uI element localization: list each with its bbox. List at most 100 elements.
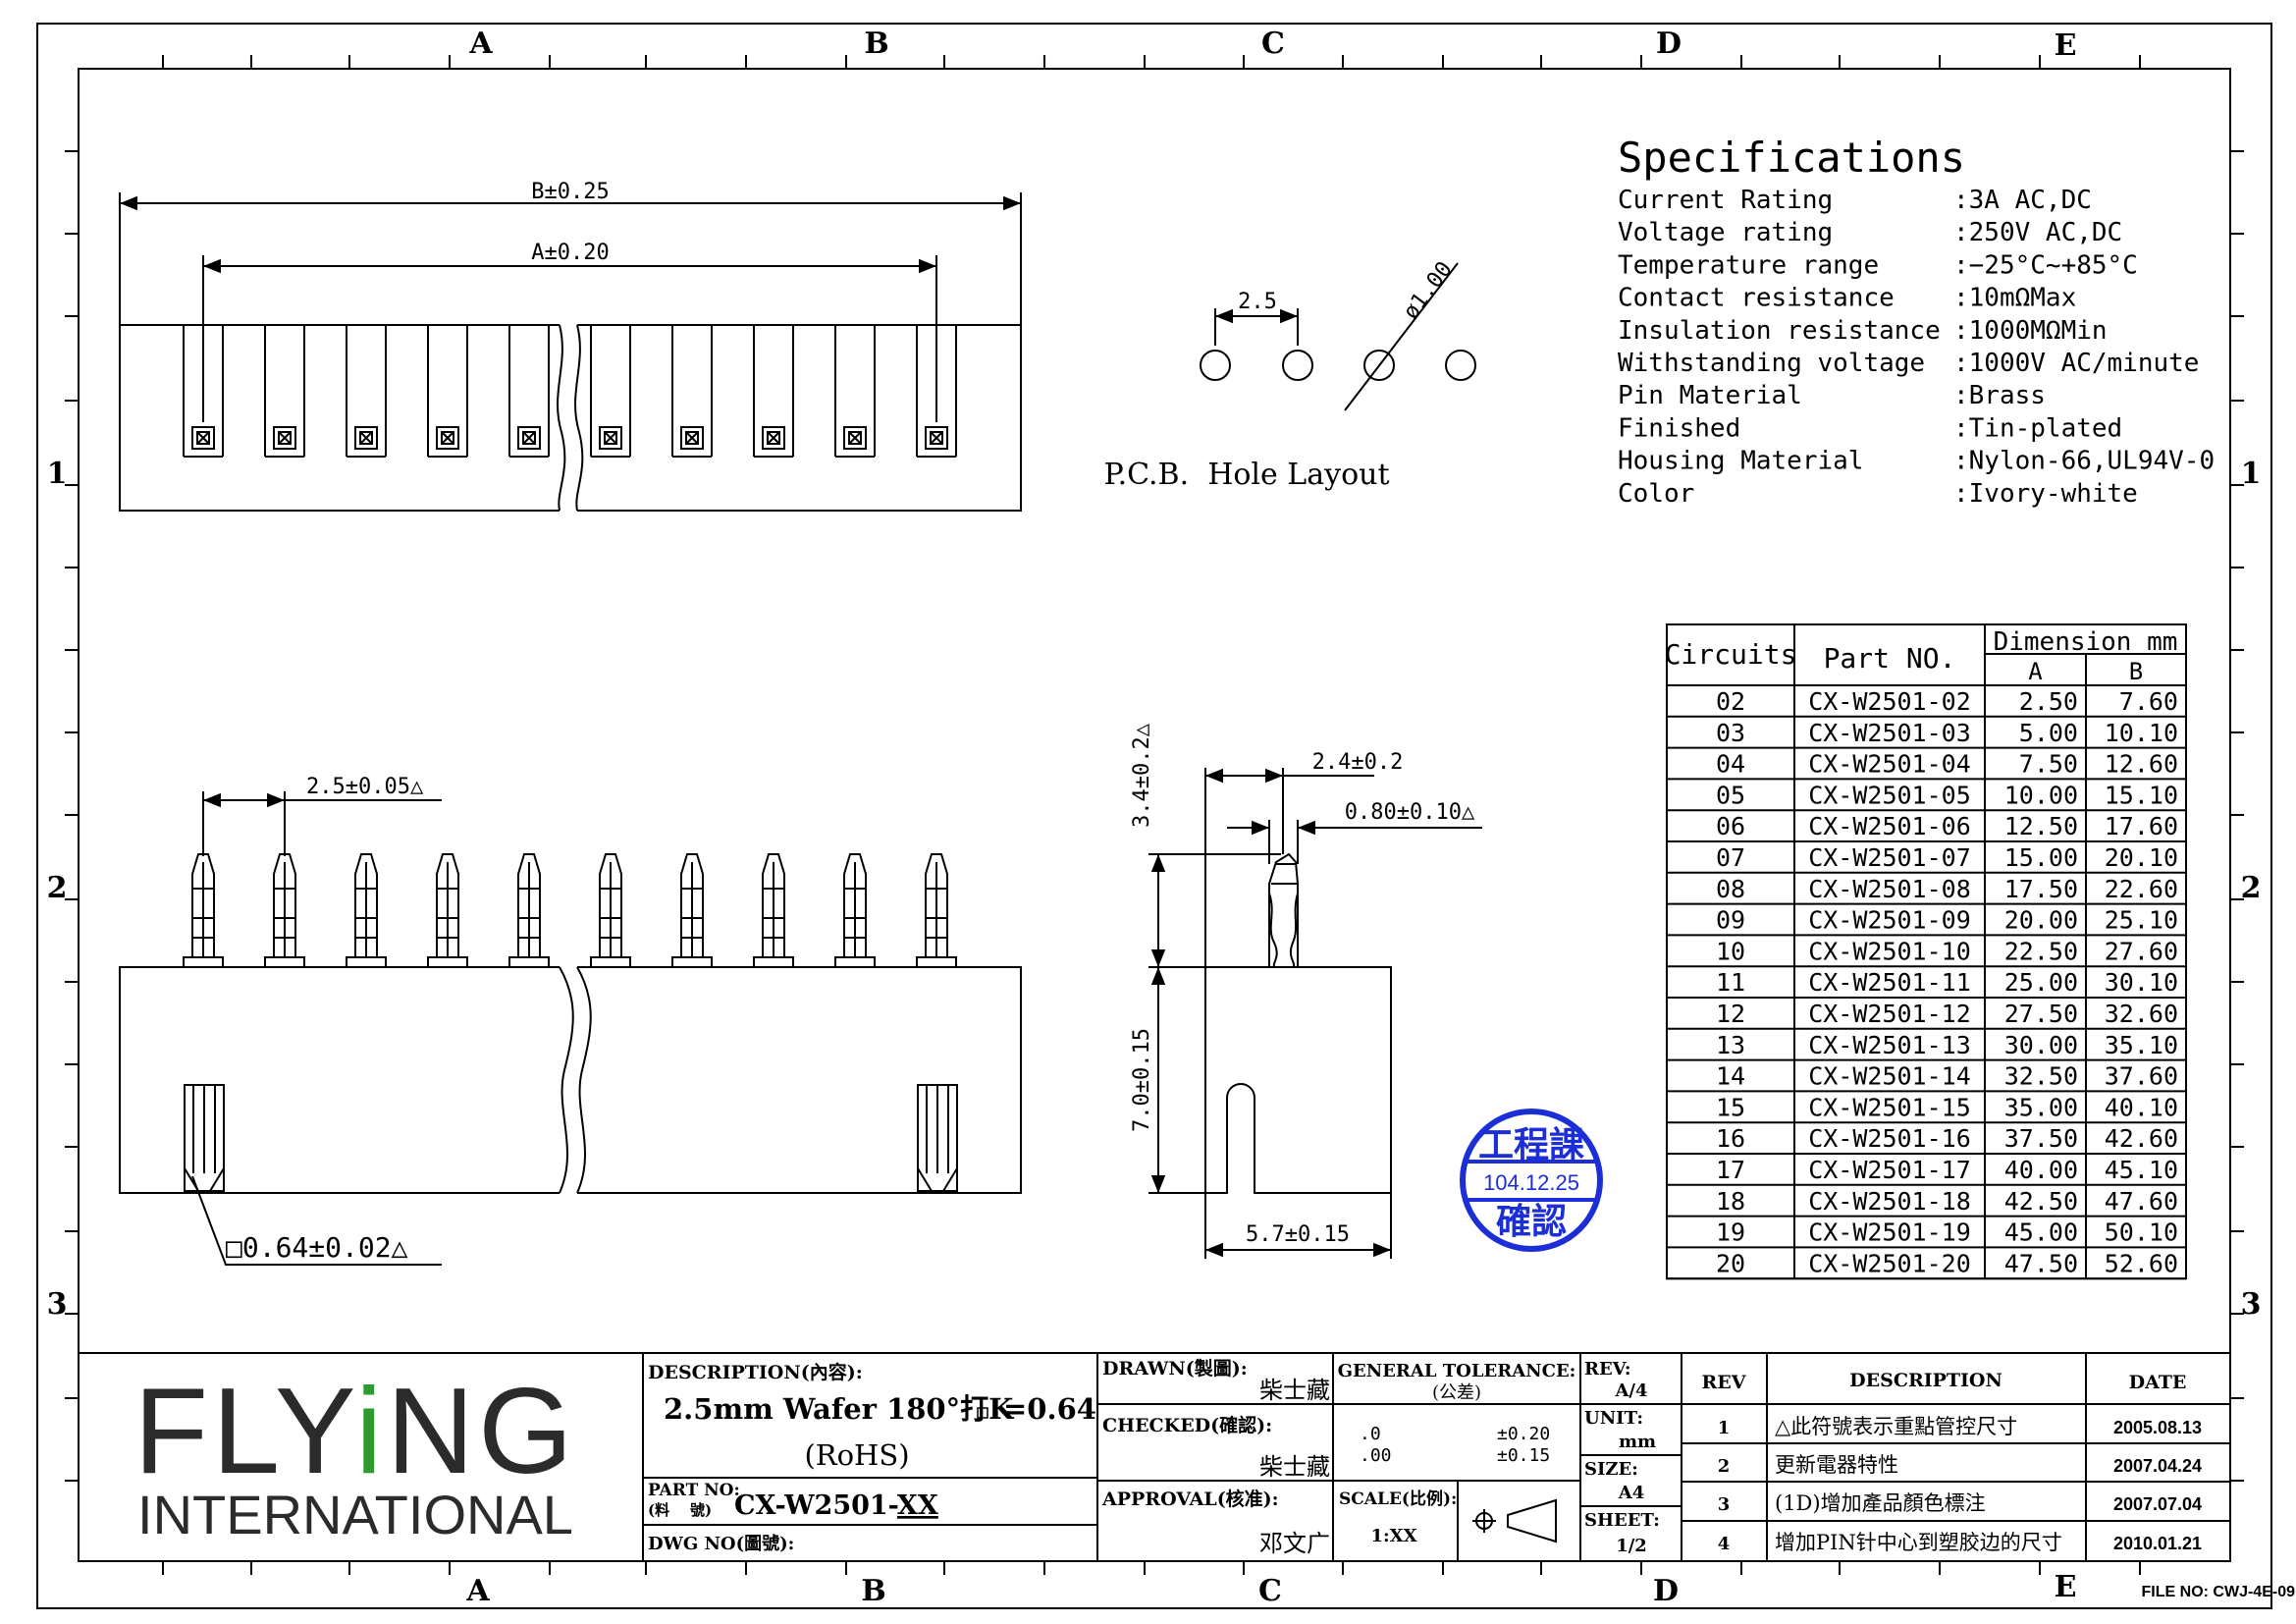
table-cell-part-no: CX-W2501-04 xyxy=(1808,750,1971,779)
col-label-c-top: C xyxy=(1261,27,1285,61)
svg-text:CHECKED(確認):: CHECKED(確認): xyxy=(1102,1414,1272,1436)
table-cell-part-no: CX-W2501-10 xyxy=(1808,937,1971,965)
front-view-pin xyxy=(508,853,550,968)
table-cell-part-no: CX-W2501-07 xyxy=(1808,843,1971,872)
description-cell: DESCRIPTION(內容): 2.5mm Wafer 180°打K =0.6… xyxy=(648,1361,1096,1554)
col-label-a-top: A xyxy=(468,27,493,61)
spec-value: :1000V AC/minute xyxy=(1953,349,2199,378)
pcb-hole xyxy=(1363,350,1395,381)
front-view-pin xyxy=(183,853,224,968)
revision-description: 更新電器特性 xyxy=(1775,1453,1898,1477)
table-cell-a: 30.00 xyxy=(2004,1031,2078,1059)
table-header-circuits: Circuits xyxy=(1665,638,1797,671)
top-view-pin xyxy=(183,325,224,458)
top-view-pin xyxy=(753,325,794,458)
side-body-height-label: 7.0±0.15 xyxy=(1130,1028,1154,1132)
table-cell-b: 25.10 xyxy=(2105,906,2178,935)
front-view-pin xyxy=(753,853,794,968)
side-pin-thickness-label: 0.80±0.10△ xyxy=(1345,800,1475,825)
svg-text:104.12.25: 104.12.25 xyxy=(1483,1170,1579,1195)
specs-title: Specifications xyxy=(1618,134,1965,182)
table-cell-b: 50.10 xyxy=(2105,1218,2178,1247)
col-label-b-top: B xyxy=(864,27,888,61)
pcb-hole-layout xyxy=(1200,262,1476,411)
table-cell-circuits: 14 xyxy=(1716,1062,1745,1091)
svg-text:PART NO:: PART NO: xyxy=(648,1481,740,1500)
table-cell-circuits: 17 xyxy=(1716,1156,1745,1184)
table-cell-a: 12.50 xyxy=(2004,812,2078,840)
border-ticks xyxy=(65,55,2244,1575)
table-cell-b: 10.10 xyxy=(2105,719,2178,747)
row-label-1-right: 1 xyxy=(2241,457,2262,491)
revision-date: 2007.04.24 xyxy=(2113,1456,2202,1476)
svg-text:±0.15: ±0.15 xyxy=(1497,1445,1550,1466)
svg-text:DESCRIPTION(內容):: DESCRIPTION(內容): xyxy=(648,1361,863,1383)
table-cell-circuits: 08 xyxy=(1716,875,1745,903)
spec-value: :10mΩMax xyxy=(1953,284,2076,313)
table-cell-a: 45.00 xyxy=(2004,1218,2078,1247)
table-cell-circuits: 02 xyxy=(1716,687,1745,716)
front-view-pin xyxy=(916,853,957,968)
front-view-pin xyxy=(264,853,305,968)
title-block xyxy=(78,1352,2231,1562)
front-view-pin xyxy=(834,853,876,968)
svg-text:DATE: DATE xyxy=(2129,1372,2187,1393)
revision-description: 增加PIN针中心到塑胶边的尺寸 xyxy=(1775,1531,2062,1554)
spec-label: Color xyxy=(1618,479,1694,509)
outer-border xyxy=(36,23,2272,1609)
col-label-d-top: D xyxy=(1656,27,1682,61)
spec-value: :250V AC,DC xyxy=(1953,218,2122,247)
table-cell-a: 15.00 xyxy=(2004,843,2078,872)
spec-label: Insulation resistance xyxy=(1618,316,1941,346)
svg-text:柴士藏: 柴士藏 xyxy=(1259,1377,1330,1404)
file-number: FILE NO: CWJ-4E-09 xyxy=(2142,1584,2296,1600)
pin-size-label: □0.64±0.02△ xyxy=(226,1231,408,1264)
table-cell-b: 37.60 xyxy=(2105,1062,2178,1091)
col-label-e-bottom: E xyxy=(2055,1570,2077,1604)
svg-text:(RoHS): (RoHS) xyxy=(804,1438,909,1472)
front-view xyxy=(119,791,1022,1266)
table-cell-b: 47.60 xyxy=(2105,1187,2178,1216)
table-cell-b: 40.10 xyxy=(2105,1093,2178,1121)
spec-value: :1000MΩMin xyxy=(1953,316,2108,346)
approval-cell: DRAWN(製圖): 柴士藏 CHECKED(確認): 柴士藏 APPROVAL… xyxy=(1101,1358,1330,1557)
table-cell-b: 17.60 xyxy=(2105,812,2178,840)
pcb-pitch-label: 2.5 xyxy=(1238,290,1277,314)
revision-date: 2010.01.21 xyxy=(2113,1534,2202,1553)
table-cell-part-no: CX-W2501-08 xyxy=(1808,875,1971,903)
table-cell-b: 30.10 xyxy=(2105,968,2178,997)
revision-number: 3 xyxy=(1718,1494,1731,1515)
revision-number: 4 xyxy=(1718,1534,1731,1554)
row-label-3-right: 3 xyxy=(2241,1287,2262,1322)
svg-text:GENERAL TOLERANCE:: GENERAL TOLERANCE: xyxy=(1338,1361,1576,1381)
svg-text:CX-W2501-XX: CX-W2501-XX xyxy=(734,1490,938,1521)
table-cell-circuits: 18 xyxy=(1716,1187,1745,1216)
svg-text:A/4: A/4 xyxy=(1614,1380,1647,1401)
table-cell-circuits: 10 xyxy=(1716,937,1745,965)
spec-value: :Nylon-66,UL94V-0 xyxy=(1953,447,2215,476)
svg-text:工程課: 工程課 xyxy=(1478,1124,1584,1165)
top-view-pin xyxy=(508,325,550,458)
row-label-3-left: 3 xyxy=(47,1287,68,1322)
table-cell-circuits: 16 xyxy=(1716,1124,1745,1153)
top-view-pin xyxy=(427,325,468,458)
spec-value: :Ivory-white xyxy=(1953,479,2138,509)
top-view-pin xyxy=(590,325,631,458)
revision-description: (1D)增加產品顏色標注 xyxy=(1775,1491,1986,1515)
svg-text:=0.64: =0.64 xyxy=(1003,1392,1096,1426)
table-cell-part-no: CX-W2501-16 xyxy=(1808,1124,1971,1153)
table-cell-part-no: CX-W2501-17 xyxy=(1808,1156,1971,1184)
svg-text:DWG NO(圖號):: DWG NO(圖號): xyxy=(648,1534,794,1554)
top-view-pin xyxy=(834,325,876,458)
table-cell-a: 37.50 xyxy=(2004,1124,2078,1153)
table-cell-part-no: CX-W2501-13 xyxy=(1808,1031,1971,1059)
table-cell-a: 2.50 xyxy=(2019,687,2078,716)
table-cell-b: 27.60 xyxy=(2105,937,2178,965)
table-cell-part-no: CX-W2501-12 xyxy=(1808,1000,1971,1028)
table-cell-circuits: 07 xyxy=(1716,843,1745,872)
table-header-dimension: Dimension mm xyxy=(1994,627,2178,657)
table-cell-a: 5.00 xyxy=(2019,719,2078,747)
